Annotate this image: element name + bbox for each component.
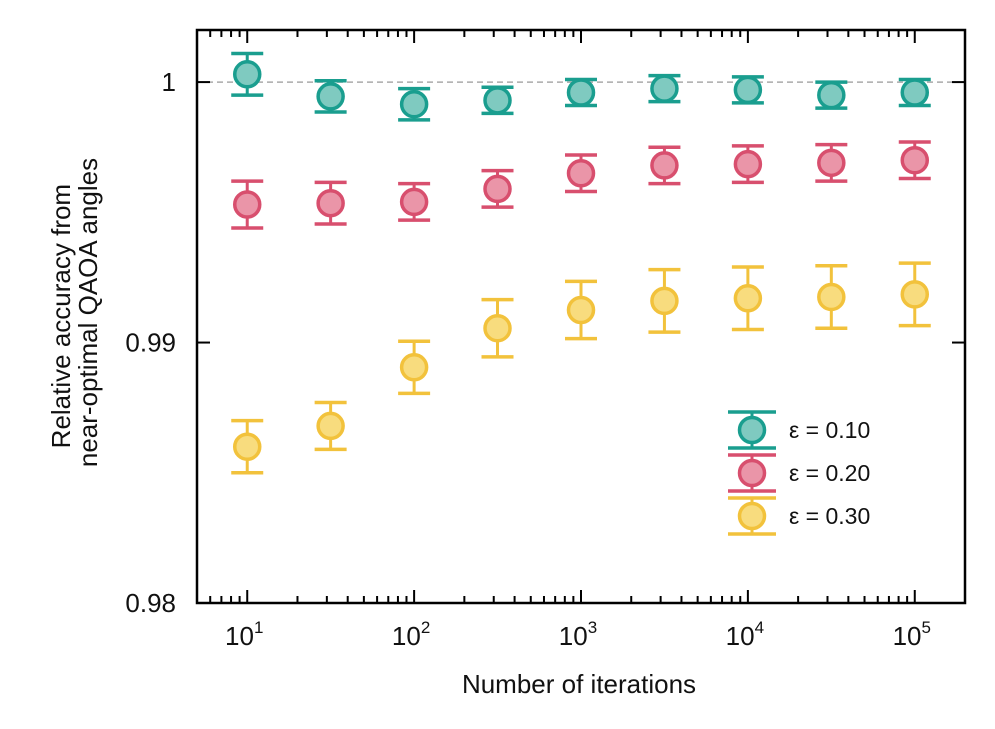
data-point [815,142,848,183]
marker [650,286,679,316]
y-axis-title-line-2: near-optimal QAOA angles [73,158,103,467]
legend-marker [737,415,767,445]
data-point [731,75,764,105]
marker [316,188,345,218]
y-axis-title-line-1: Relative accuracy from [46,184,76,448]
data-point [481,297,514,359]
y-tick-label: 1 [162,67,176,97]
data-point [648,73,681,104]
marker [900,145,930,175]
data-point [231,51,264,97]
legend: ε = 0.10 ε = 0.20 ε = 0.30 [728,410,870,536]
data-point [815,80,848,110]
data-point [898,140,931,181]
marker [232,190,262,219]
data-point [898,77,931,108]
data-point [731,265,764,332]
marker [817,80,846,110]
y-tick-label: 0.99 [125,328,176,358]
marker [316,82,345,111]
y-tick-label: 0.98 [125,588,176,618]
data-point [231,179,264,230]
marker [733,149,763,179]
marker [650,74,679,103]
marker [566,159,596,188]
x-tick-exponent: 5 [921,618,930,637]
marker [483,86,512,115]
legend-label: ε = 0.10 [789,417,870,443]
data-point [731,144,764,185]
data-point [481,85,514,116]
data-point [648,145,681,186]
marker [316,411,345,441]
data-point [565,153,597,194]
marker [483,313,512,343]
series-1 [231,51,931,122]
x-tick-exponent: 3 [588,618,597,637]
x-tick-exponent: 2 [421,618,430,637]
y-tick-labels: 0.98 0.99 1 [125,67,176,618]
data-point [565,77,597,108]
marker [483,174,512,204]
legend-marker [737,501,767,531]
data-point [231,418,264,475]
marker [399,353,429,382]
x-tick-base: 10 [559,621,588,651]
series-2 [231,140,931,230]
legend-item: ε = 0.10 [728,410,870,450]
marker [650,151,679,180]
data-point [398,86,431,122]
legend-marker [737,458,767,488]
data-point [398,181,431,222]
series-3 [231,261,931,475]
marker [900,280,930,309]
marker [232,432,262,461]
legend-item: ε = 0.20 [728,453,870,493]
data-point [314,79,347,114]
data-point [314,180,347,226]
y-axis-title: Relative accuracy from near-optimal QAOA… [46,158,103,467]
marker [232,60,262,89]
data-point [481,168,514,209]
plot-area [195,28,967,605]
marker [733,284,763,313]
x-tick-label: 104 [726,618,764,651]
x-tick-base: 10 [392,621,421,651]
series-layer [231,51,931,475]
marker [900,78,930,107]
marker [566,78,596,107]
x-axis-title: Number of iterations [462,669,696,699]
legend-item: ε = 0.30 [728,496,870,536]
x-tick-base: 10 [893,621,922,651]
x-tick-label: 102 [392,618,430,651]
x-tick-base: 10 [726,621,755,651]
data-point [898,261,931,328]
legend-label: ε = 0.30 [789,503,870,529]
marker [399,187,429,217]
marker [733,75,763,105]
data-point [314,400,347,452]
x-tick-exponent: 4 [755,618,764,637]
marker [399,89,429,119]
data-point [648,267,681,334]
x-tick-exponent: 1 [254,618,263,637]
plot-frame [195,28,967,605]
x-tick-label: 105 [893,618,931,651]
x-tick-label: 103 [559,618,597,651]
data-point [398,339,431,396]
x-tick-label: 101 [225,618,263,651]
data-point [565,279,597,341]
marker [817,148,846,178]
legend-label: ε = 0.20 [789,460,870,486]
marker [817,282,846,312]
x-tick-base: 10 [225,621,254,651]
data-point [815,263,848,330]
marker [566,295,596,325]
